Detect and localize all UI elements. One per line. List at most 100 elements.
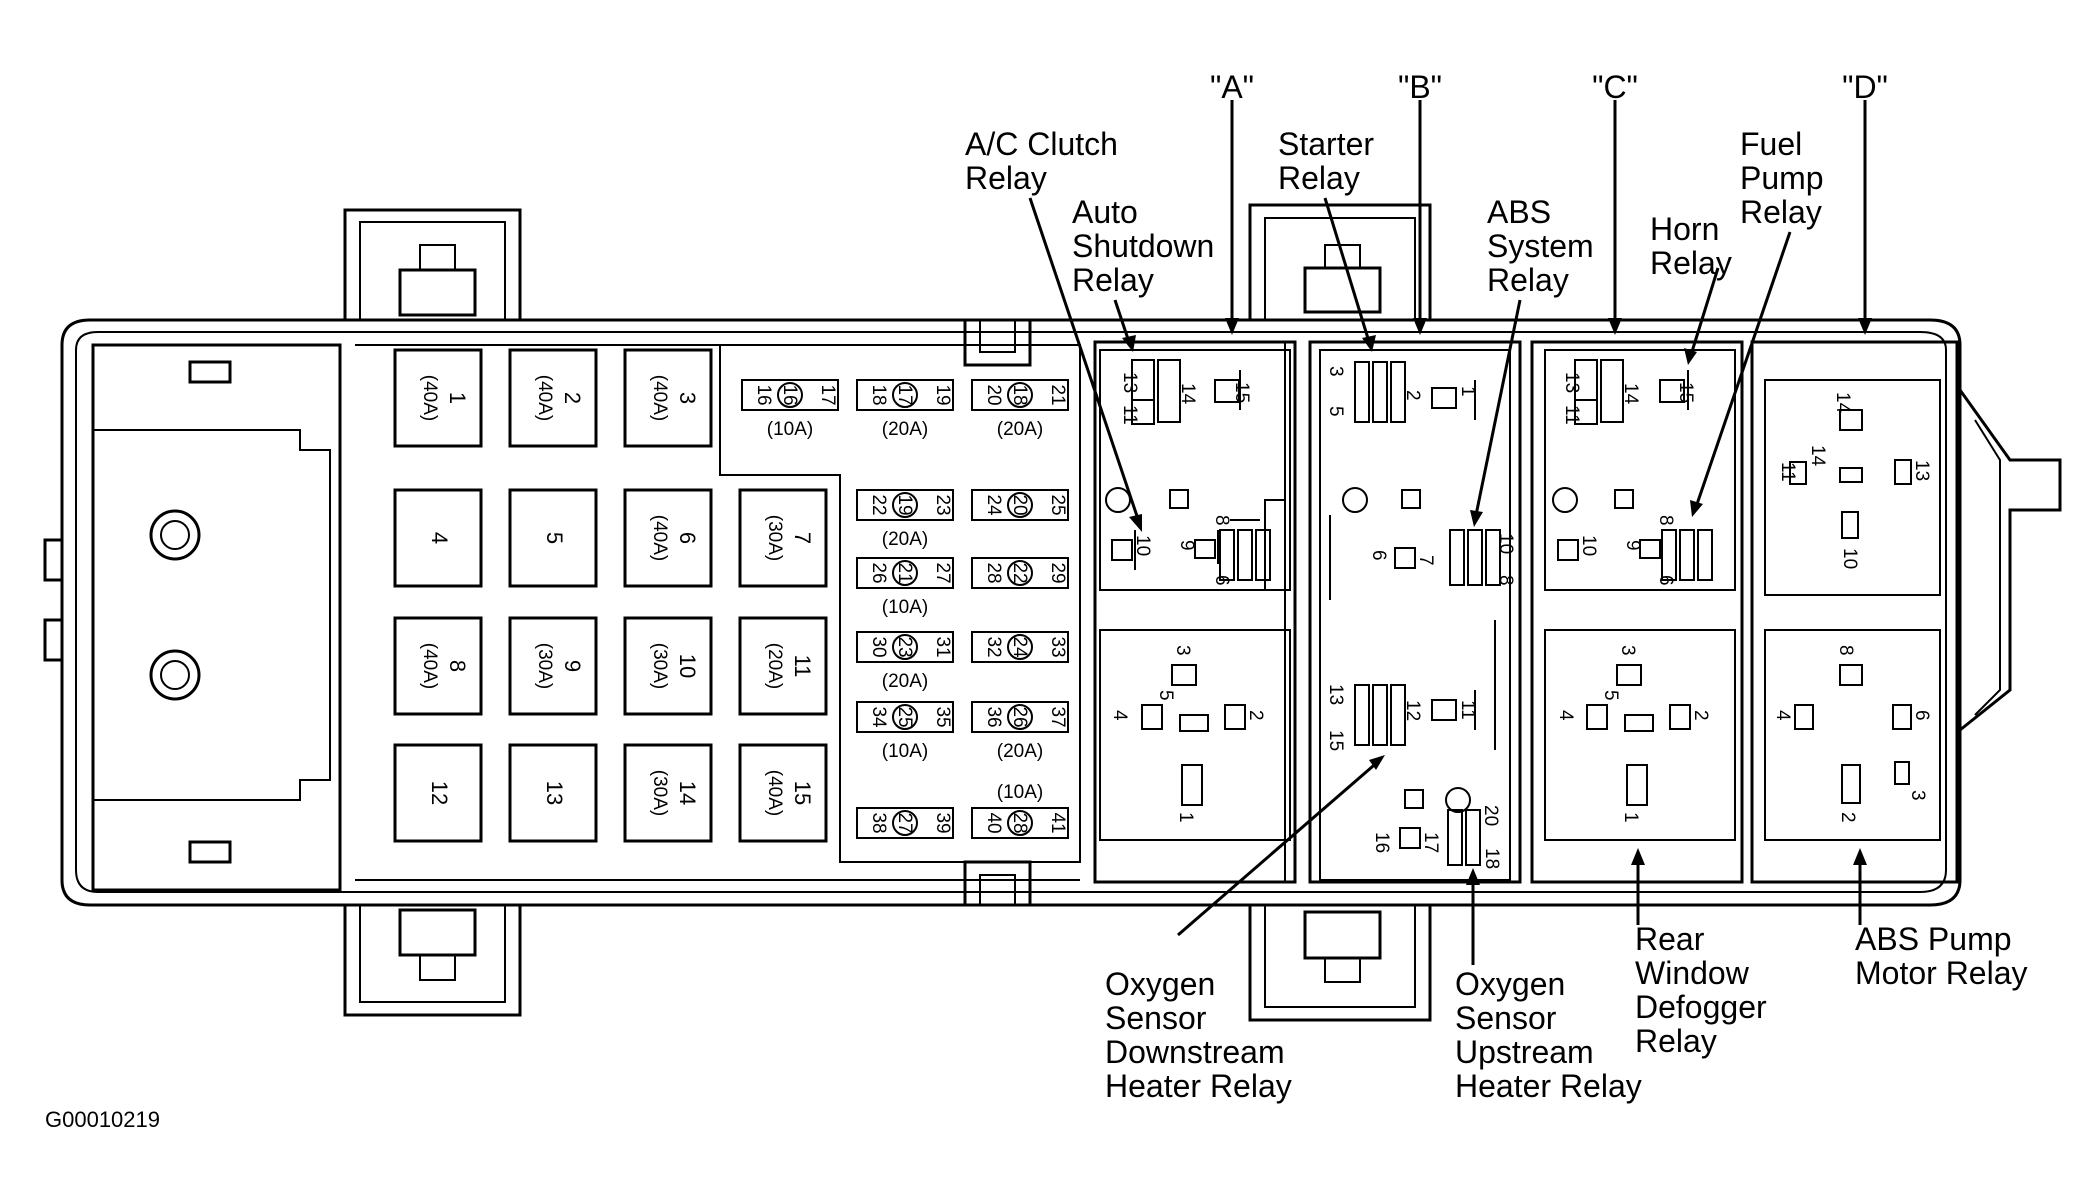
callout-line: Relay xyxy=(1740,194,1822,230)
mini-fuse-left-term: 38 xyxy=(868,812,889,833)
maxi-fuse-rating: (30A) xyxy=(534,643,555,689)
mini-fuse-left-term: 36 xyxy=(983,706,1004,727)
pin-b-2: 2 xyxy=(1402,390,1423,401)
maxi-fuse: 12 xyxy=(393,743,483,843)
pin-b-6: 6 xyxy=(1368,550,1389,561)
pin-b-1: 1 xyxy=(1457,386,1478,397)
maxi-fuse-rating: (30A) xyxy=(649,643,670,689)
callout-line: Relay xyxy=(1635,1023,1717,1059)
pin-d-8: 8 xyxy=(1835,645,1856,656)
callout-line: ABS Pump xyxy=(1855,921,2012,957)
mini-fuse-number: 20 xyxy=(1009,494,1030,515)
callout-line: A/C Clutch xyxy=(965,126,1118,162)
callout-line: Defogger xyxy=(1635,989,1767,1025)
maxi-fuse: 6(40A) xyxy=(623,488,713,588)
mini-fuse-rating: (20A) xyxy=(882,419,928,440)
mini-fuse-rating: (10A) xyxy=(997,782,1043,803)
mini-fuse-number: 21 xyxy=(894,562,915,583)
pin-a-9: 9 xyxy=(1176,540,1197,551)
mini-fuse-rating: (10A) xyxy=(767,419,813,440)
mini-fuse-number: 22 xyxy=(1009,562,1030,583)
pin-d-2: 2 xyxy=(1837,812,1858,823)
mini-fuse-left-term: 26 xyxy=(868,562,889,583)
pin-b-17: 17 xyxy=(1420,832,1441,853)
maxi-fuse-rating: (30A) xyxy=(764,515,785,561)
pin-a-4: 4 xyxy=(1109,710,1130,721)
pin-b-11: 11 xyxy=(1457,700,1478,720)
callout-line: Horn xyxy=(1650,211,1719,247)
pin-d-10: 10 xyxy=(1839,548,1860,569)
figure-code: G00010219 xyxy=(45,1107,160,1132)
maxi-fuse-number: 13 xyxy=(542,781,567,805)
pin-b-12: 12 xyxy=(1402,700,1423,721)
callout-line: Starter xyxy=(1278,126,1374,162)
mini-fuse-left-term: 24 xyxy=(983,494,1004,516)
callout-horn-relay: Horn Relay xyxy=(1650,211,1732,281)
relay-bay-frames xyxy=(1093,340,1959,884)
pin-a-10: 10 xyxy=(1132,535,1153,556)
maxi-fuse-rating: (40A) xyxy=(419,643,440,689)
pin-b-13: 13 xyxy=(1325,684,1346,705)
callout-line: Fuel xyxy=(1740,126,1802,162)
maxi-fuse-rating: (40A) xyxy=(534,375,555,421)
pin-c-2: 2 xyxy=(1690,710,1711,721)
maxi-fuse: 10(30A) xyxy=(623,616,713,716)
mini-fuse-right-term: 17 xyxy=(817,384,838,405)
callout-abs-pump-motor-relay: ABS Pump Motor Relay xyxy=(1855,921,2028,991)
relay-c-top xyxy=(1544,349,1736,591)
mini-fuse-right-term: 25 xyxy=(1047,494,1068,515)
maxi-fuse: 2(40A) xyxy=(508,348,598,448)
pin-d-3: 3 xyxy=(1907,790,1928,801)
mini-fuse-left-term: 22 xyxy=(868,494,889,515)
slot-label-a: "A" xyxy=(1210,69,1254,105)
mini-fuse-number: 17 xyxy=(894,384,915,405)
pin-b-15: 15 xyxy=(1325,730,1346,751)
relay-pin-labels: 13 11 14 15 10 9 8 6 3 5 4 2 1 3 5 2 1 6… xyxy=(1109,366,1932,869)
mini-fuse-left-term: 34 xyxy=(868,706,889,728)
callout-rear-defogger-relay: Rear Window Defogger Relay xyxy=(1635,921,1767,1059)
pin-d-4: 4 xyxy=(1772,710,1793,721)
mini-fuse-left-term: 16 xyxy=(753,384,774,405)
callout-o2-downstream-relay: Oxygen Sensor Downstream Heater Relay xyxy=(1105,966,1292,1104)
pin-a-2: 2 xyxy=(1245,710,1266,721)
relay-c-bottom xyxy=(1544,629,1736,841)
callout-line: Pump xyxy=(1740,160,1824,196)
mini-fuse-number: 16 xyxy=(779,384,800,405)
relay-a-bottom xyxy=(1099,629,1291,841)
mini-fuse-rating: (20A) xyxy=(997,419,1043,440)
maxi-fuse-number: 15 xyxy=(790,781,815,805)
pin-c-6: 6 xyxy=(1655,575,1676,586)
mini-fuse-rating: (10A) xyxy=(882,741,928,762)
callout-ac-clutch-relay: A/C Clutch Relay xyxy=(965,126,1118,196)
mini-fuse-right-term: 27 xyxy=(932,562,953,583)
pin-b-8: 8 xyxy=(1495,575,1516,586)
mini-fuse-right-term: 41 xyxy=(1047,812,1068,833)
mini-fuse-right-term: 23 xyxy=(932,494,953,515)
mini-fuse-number: 19 xyxy=(894,494,915,515)
maxi-fuse: 14(30A) xyxy=(623,743,713,843)
callout-line: Window xyxy=(1635,955,1750,991)
maxi-fuse: 5 xyxy=(508,488,598,588)
mini-fuse-left-term: 40 xyxy=(983,812,1004,833)
callout-line: Auto xyxy=(1072,194,1138,230)
callout-line: Heater Relay xyxy=(1105,1068,1292,1104)
maxi-fuse-number: 12 xyxy=(427,781,452,805)
pin-b-18: 18 xyxy=(1481,848,1502,869)
mini-fuse-left-term: 30 xyxy=(868,636,889,657)
relay-d-bottom xyxy=(1764,629,1941,841)
callout-line: Upstream xyxy=(1455,1034,1594,1070)
pin-c-14: 14 xyxy=(1620,383,1641,405)
pin-c-9: 9 xyxy=(1622,540,1643,551)
pin-a-5: 5 xyxy=(1155,690,1176,701)
pin-b-7: 7 xyxy=(1415,555,1436,566)
mini-fuse-right-term: 21 xyxy=(1047,384,1068,405)
maxi-fuse-number: 11 xyxy=(790,655,815,678)
pin-a-3: 3 xyxy=(1172,645,1193,656)
